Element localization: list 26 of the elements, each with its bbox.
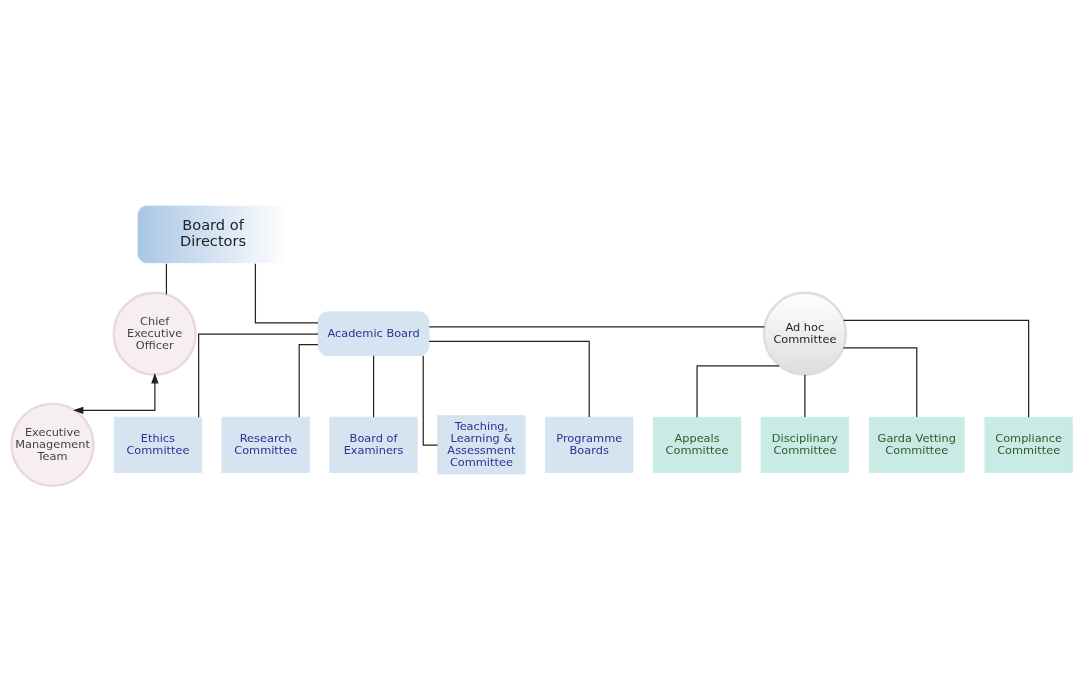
connector xyxy=(842,347,918,418)
node-box: Board of Examiners xyxy=(329,416,418,473)
node-circle: Ad hoc Committee xyxy=(762,291,848,376)
node-box: Programme Boards xyxy=(545,416,634,473)
node-box: Academic Board xyxy=(317,311,430,357)
connector xyxy=(298,344,319,418)
node-box: Ethics Committee xyxy=(113,416,203,473)
connector xyxy=(696,365,780,418)
connector xyxy=(804,374,806,418)
arrow xyxy=(72,372,159,415)
connector xyxy=(422,355,439,446)
connector xyxy=(254,263,319,324)
connector xyxy=(165,263,168,295)
node-box: Compliance Committee xyxy=(984,416,1073,473)
connector xyxy=(198,333,319,418)
connector xyxy=(428,340,590,418)
connector xyxy=(372,355,375,418)
node-circle: Executive Management Team xyxy=(10,402,95,487)
connector xyxy=(428,326,765,328)
node-circle: Chief Executive Officer xyxy=(112,291,197,376)
connector xyxy=(843,319,1030,418)
node-box: Research Committee xyxy=(221,416,310,473)
node-box: Garda Vetting Committee xyxy=(868,416,965,473)
node-box: Teaching, Learning & Assessment Committee xyxy=(437,415,526,475)
node-box: Appeals Committee xyxy=(652,416,742,473)
node-box: Disciplinary Committee xyxy=(760,416,850,473)
